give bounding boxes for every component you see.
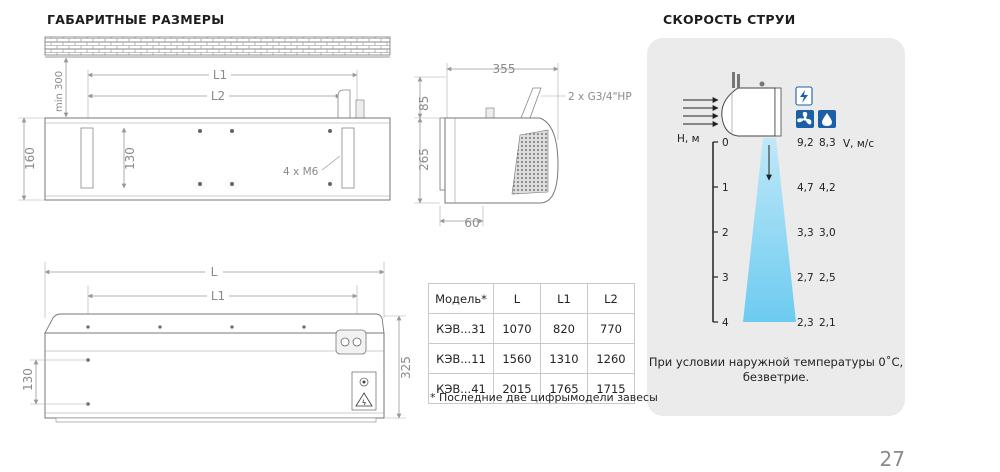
table-row: КЭВ...31 1070 820 770 xyxy=(428,313,635,344)
table-cell: 1070 xyxy=(493,313,541,344)
dim-width-355: 355 xyxy=(493,62,516,76)
bottom-view: L L1 ϟ 130 325 xyxy=(21,262,413,423)
dim-L2-top: L2 xyxy=(211,89,225,103)
table-cell: 1560 xyxy=(493,343,541,374)
conditions-note-line-2: безветрие. xyxy=(742,370,810,384)
table-row: КЭВ...11 1560 1310 1260 xyxy=(428,343,635,374)
table-cell: 1715 xyxy=(587,373,635,404)
speed-value: 4,7 xyxy=(797,182,814,194)
wall xyxy=(44,36,391,56)
height-axis-ticks: 0 9,2 8,3 1 4,7 4,2 2 3,3 3,0 3 2,7 2,5 4 2,3 2,1 xyxy=(713,137,836,329)
table-cell: КЭВ...11 xyxy=(428,343,494,374)
column-header-model: Модель* xyxy=(428,283,494,314)
dim-depth-60: 60 xyxy=(464,216,479,230)
speed-value: 9,2 xyxy=(797,137,814,149)
column-header-L1: L1 xyxy=(540,283,588,314)
height-axis-label: H, м xyxy=(677,133,700,145)
dim-bottom-130: 130 xyxy=(21,368,35,391)
mount-label: 4 x M6 xyxy=(283,166,319,178)
dim-325: 325 xyxy=(399,356,413,379)
speed-value: 2,1 xyxy=(819,317,836,329)
dim-L-bottom: L xyxy=(211,265,218,279)
table-cell: 1260 xyxy=(587,343,635,374)
speed-value: 3,3 xyxy=(797,227,814,239)
column-header-L2: L2 xyxy=(587,283,635,314)
power-icon xyxy=(795,86,813,106)
conditions-note: При условии наружной температуры 0˚С, бе… xyxy=(647,355,905,385)
table-cell: 770 xyxy=(587,313,635,344)
table-cell: 820 xyxy=(540,313,588,344)
speed-value: 8,3 xyxy=(819,137,836,149)
speed-value: 4,2 xyxy=(819,182,836,194)
speed-value: 2,3 xyxy=(797,317,814,329)
speed-value: 2,7 xyxy=(797,272,814,284)
side-view: 355 2 x G3/4"HP 85 265 60 xyxy=(414,62,632,230)
front-view: min 300 L1 L2 160 130 4 x M6 xyxy=(18,36,391,201)
table-cell: КЭВ...31 xyxy=(428,313,494,344)
axis-tick-label: 3 xyxy=(722,272,729,284)
warning-icon xyxy=(355,392,373,407)
page-number: 27 xyxy=(880,447,905,471)
column-header-L: L xyxy=(493,283,541,314)
axis-tick-label: 0 xyxy=(722,137,729,149)
table-cell: КЭВ...41 xyxy=(428,373,494,404)
dim-height-160: 160 xyxy=(23,147,37,170)
svg-text:ϟ: ϟ xyxy=(362,399,367,407)
dim-265: 265 xyxy=(417,148,431,171)
dim-85: 85 xyxy=(417,96,431,111)
table-row: КЭВ...41 2015 1765 1715 xyxy=(428,373,635,404)
table-header-row: Модель* L L1 L2 xyxy=(428,283,635,314)
pipe-label: 2 x G3/4"HP xyxy=(568,91,632,103)
speed-value: 2,5 xyxy=(819,272,836,284)
axis-tick-label: 1 xyxy=(722,182,729,194)
table-cell: 1310 xyxy=(540,343,588,374)
fan-icon xyxy=(796,110,814,128)
axis-tick-label: 4 xyxy=(722,317,729,329)
dim-height-130: 130 xyxy=(123,147,137,170)
jet-speed-diagram: H, м V, м/с 0 9,2 8,3 1 4,7 4,2 2 3,3 3,0 3 2,7 2,5… xyxy=(677,72,874,329)
table-cell: 1765 xyxy=(540,373,588,404)
axis-tick-label: 2 xyxy=(722,227,729,239)
air-jet xyxy=(743,138,796,322)
velocity-axis-label: V, м/с xyxy=(843,138,874,150)
water-drop-icon xyxy=(818,110,836,128)
section-heading-dimensions: ГАБАРИТНЫЕ РАЗМЕРЫ xyxy=(47,12,225,27)
table-footnote: * Последние две цифрымодели завесы xyxy=(430,391,658,404)
dim-L1-top: L1 xyxy=(213,68,227,82)
conditions-note-line-1: При условии наружной температуры 0˚С, xyxy=(648,355,904,369)
min-clearance-label: min 300 xyxy=(54,71,65,112)
speed-value: 3,0 xyxy=(819,227,836,239)
table-cell: 2015 xyxy=(493,373,541,404)
section-heading-jet-speed: СКОРОСТЬ СТРУИ xyxy=(663,12,796,27)
dim-L1-bottom: L1 xyxy=(211,289,225,303)
model-dimensions-table: Модель* L L1 L2 КЭВ...31 1070 820 770 КЭ… xyxy=(428,283,635,404)
